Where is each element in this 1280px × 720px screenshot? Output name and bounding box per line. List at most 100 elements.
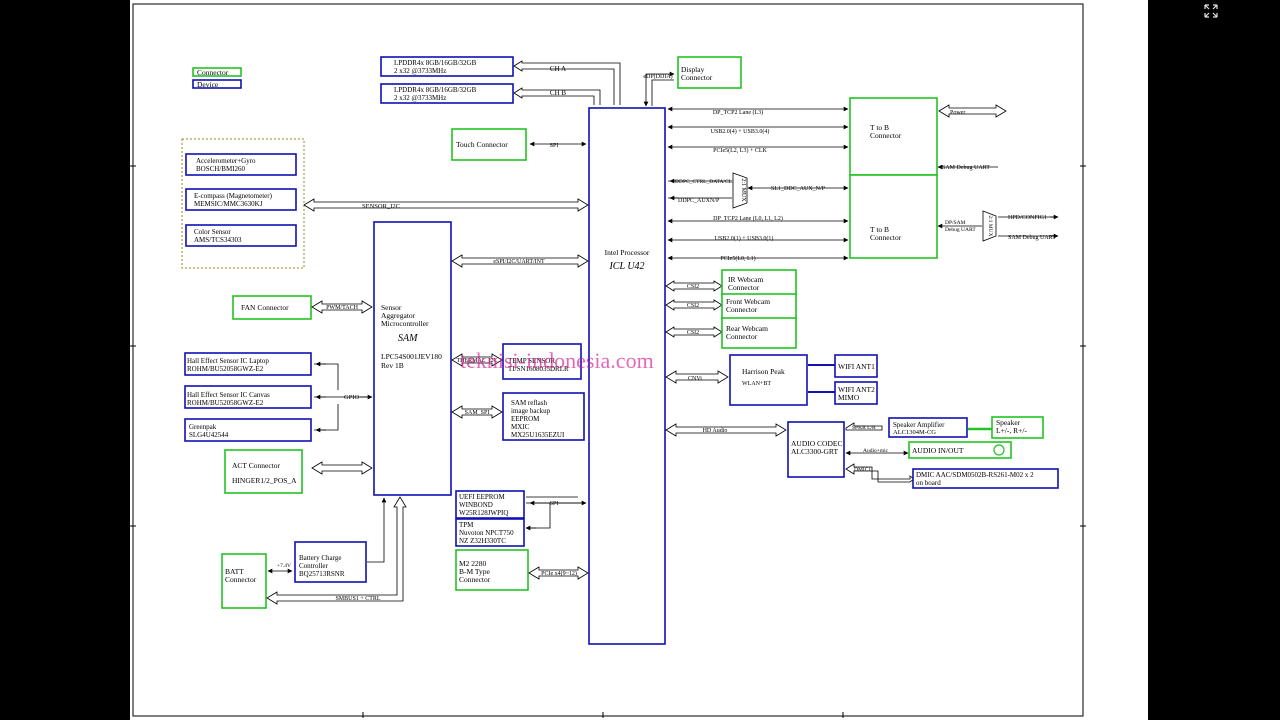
batt-line2: Connector [225,575,257,584]
greenpak-line1: Greenpak [189,423,217,431]
memory-b-line2: 2 x32 @3733MHz [394,94,446,102]
touch-bus-label: SPI [550,143,559,149]
batt-line1: BATT [225,567,244,576]
aux-mux: DDPC_CTRL_DATA/CLK DDPC_AUXN/P 2:1 MUX S… [668,172,849,209]
sensor-color-line2: AMS/TCS34303 [194,236,242,244]
sam-flash-bus [451,405,503,419]
audio-io-bus-label: Audio+mic [863,448,889,454]
sensor-i2c-bus [303,198,589,212]
sam-line2: Aggregator [381,311,416,320]
legend: Connector Device [192,67,242,89]
sam-box [373,221,452,496]
uefi-line1: UEFI EEPROM [459,493,505,501]
cam-ir-box [721,269,797,296]
wifi-ant2-line1: WIFI ANT2 [838,385,875,394]
memory-box-b [380,83,514,104]
legend-connector-swatch [192,67,242,77]
smbus-bus [266,496,407,605]
m2-line1: M2 2280 [459,559,487,568]
memory-b-line1: LPDDR4x 8GB/16GB/32GB [394,86,477,94]
fan-label: FAN Connector [241,303,289,312]
sam-cpu-bus [451,254,589,268]
cpu-box [588,107,666,645]
tb1-buses: DP_TCP2 Lane (L3) USB2.0(4) + USB3.0(4) … [667,106,849,154]
greenpak-line2: SLG4U42544 [189,431,229,439]
cam-ir-bus: CSI2 [687,284,699,290]
tpm-line3: NZ Z32H330TC [459,537,506,545]
watermark: teknisi-indonesia.com [460,348,654,373]
charger-line3: BQ25713RSNR [299,570,345,578]
amp-line1: Speaker Amplifier [893,421,945,429]
sensor-box-compass [185,188,297,211]
temp-box [502,343,582,380]
act-box [224,449,303,494]
memory-b-wire-2 [513,92,595,105]
memory-a-bus-label: CH A [550,65,566,73]
memory-box-a [380,56,514,77]
audio-io-label: AUDIO IN/OUT [912,446,964,455]
wifi-module: CNVi Harrison Peak WLAN+BT WIFI ANT1 WIF… [665,354,878,406]
m2-line2: B-M Type [459,567,490,576]
cam-ir-line2: Connector [728,283,760,292]
touch-label: Touch Connector [456,140,508,149]
sensor-group-outline [181,138,305,269]
sam-flash-line4: MXIC [511,423,530,431]
sam-name: SAM [398,333,418,344]
cam-front-line1: Front Webcam [726,297,770,306]
legend-device: Device [197,80,219,89]
battery: BATT Connector +7.4V [221,553,293,609]
display-wire [643,71,675,107]
sensor-compass-line1: E-compass (Magnetometer) [194,192,273,200]
sam-cpu-bus-label: eSPI/I2C/UART/INT [493,259,545,265]
temp-sensor: TEMP SENSOR TI/SN1608035DRLR THERMAL_I2C [451,343,582,380]
audio-bus-label: HD Audio [703,428,728,434]
display-bus-label: eDP(DDIA) [643,73,672,80]
spkr-bus-label: SPKR L/R [852,425,876,431]
speaker-line1: Speaker [996,418,1021,427]
sam-flash-line1: SAM reflash [511,399,547,407]
display-line2: Connector [681,73,713,82]
memory-ch-b: LPDDR4x 8GB/16GB/32GB 2 x32 @3733MHz CH … [380,83,601,105]
sheet-frame [132,3,1084,717]
memory-b-bus-label: CH B [550,89,566,97]
sensor-color-line1: Color Sensor [194,228,231,236]
sam-part2: Rev 1B [381,361,404,370]
wifi-bus-label: CNVi [688,376,702,382]
memory-ch-a: LPDDR4x 8GB/16GB/32GB 2 x32 @3733MHz CH … [380,56,621,105]
sensor-box-accel [185,153,297,176]
fullscreen-icon[interactable] [1204,4,1218,18]
m2-connector: M2 2280 B-M Type Connector PCIe x4(9~12) [455,549,589,591]
hall-canvas-line2: ROHM/BU52058GWZ-E2 [187,399,264,407]
tb2-line2: Connector [870,233,902,242]
batt-rail-label: +7.4V [277,563,291,569]
touch-box [451,128,527,161]
memory-a-line2: 2 x32 @3733MHz [394,67,446,75]
charger-line1: Battery Charge [299,554,341,562]
fan-bus-label: PWM/TACH [326,305,359,311]
cameras: CSI2 IR Webcam Connector CSI2 Front Webc… [665,269,797,349]
tb2-box [849,174,938,259]
tb1-line2: Connector [870,131,902,140]
sam-flash-line5: MX25U1635EZUI [511,431,565,439]
audio-section: HD Audio AUDIO CODEC ALC3300-GRT SPKR L/… [665,416,1059,489]
tb1-connector: T to B Connector Power SAM Debug UART [849,97,1007,176]
cpu-block: Intel Processor ICL U42 [588,107,666,645]
cam-front-bus: CSI2 [687,303,699,309]
block-diagram: Connector Device Intel Processor ICL U42… [130,3,1086,718]
legend-device-swatch [192,79,242,89]
m2-bus [528,566,589,580]
sensor-box-color [185,224,297,247]
cpu-label: Intel Processor [605,248,650,257]
sensor-accel-line1: Accelerometer+Gyro [196,157,256,165]
audio-io-box [908,441,1012,459]
cam-rear-line1: Rear Webcam [726,324,768,333]
spi2-bus-label: SPI [550,501,559,507]
tpm-line2: Nuvoton NPCT750 [459,529,514,537]
wifi-line1: Harrison Peak [742,367,785,376]
hall-canvas-box [184,385,312,409]
tpm-line1: TPM [459,521,474,529]
memory-a-line1: LPDDR4x 8GB/16GB/32GB [394,59,477,67]
sam-flash-line2: image backup [511,407,551,415]
sam-flash: SAM reflash image backup EEPROM MXIC MX2… [451,392,585,441]
